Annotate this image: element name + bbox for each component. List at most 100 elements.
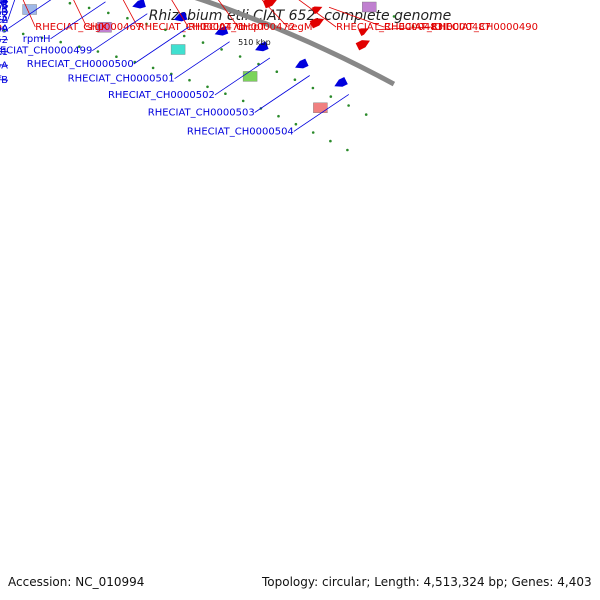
reverse-gene-arrow bbox=[334, 76, 348, 87]
track-dot bbox=[164, 28, 167, 32]
track-dot bbox=[78, 45, 81, 48]
reverse-gene-label: oxaA bbox=[0, 14, 8, 25]
track-dot bbox=[107, 11, 110, 15]
reverse-gene-leader bbox=[133, 26, 189, 65]
reverse-gene-leader bbox=[50, 1, 106, 40]
category-box bbox=[242, 71, 258, 82]
track-dot bbox=[329, 95, 333, 98]
reverse-gene-leader bbox=[8, 0, 52, 29]
track-dot bbox=[115, 55, 118, 58]
track-dot bbox=[21, 32, 25, 36]
forward-gene-label: regM bbox=[288, 22, 313, 33]
track-dot bbox=[293, 78, 297, 81]
reverse-gene-label: RHECIAT_CH0000473 bbox=[0, 0, 8, 5]
reverse-gene-leader bbox=[174, 41, 230, 80]
reverse-gene-label: engB bbox=[0, 7, 8, 18]
track-dot bbox=[392, 15, 396, 18]
track-dot bbox=[96, 50, 100, 53]
track-dot bbox=[224, 92, 227, 95]
forward-gene-leader bbox=[122, 0, 139, 28]
track-dot bbox=[220, 48, 223, 51]
track-dot bbox=[151, 66, 155, 70]
forward-gene-label: RHECIAT_CH0000490 bbox=[431, 22, 538, 33]
category-box bbox=[97, 22, 112, 33]
accession-text: Accession: NC_010994 bbox=[8, 575, 145, 589]
forward-gene-leader bbox=[298, 0, 337, 28]
forward-gene-label: RHECIAT_CH0000471 bbox=[138, 22, 245, 33]
reverse-gene-arrow-shape bbox=[214, 25, 229, 36]
reverse-gene-arrow bbox=[173, 11, 188, 22]
forward-gene-label: mcpT bbox=[238, 22, 267, 33]
track-dot bbox=[311, 131, 315, 134]
reverse-gene-arrow-shape bbox=[334, 76, 348, 87]
forward-gene-leader bbox=[328, 6, 385, 28]
forward-gene-arrow bbox=[355, 40, 370, 51]
forward-gene-arrow bbox=[309, 18, 325, 29]
track-dot bbox=[3, 28, 6, 32]
track-dot bbox=[411, 25, 415, 28]
reverse-gene-label: dapE2 bbox=[0, 15, 8, 26]
forward-gene-leader bbox=[261, 0, 288, 28]
track-dot bbox=[59, 40, 62, 44]
reverse-gene-arrow-shape bbox=[255, 41, 269, 52]
genome-backbone bbox=[194, 0, 396, 87]
forward-gene-arrow-shape bbox=[262, 0, 278, 9]
track-dot bbox=[347, 104, 350, 107]
forward-gene-label: RHECIAT_CH0000472 bbox=[188, 22, 295, 33]
reverse-gene-label: RHECIAT_CH0000463 bbox=[0, 8, 8, 19]
track-dot bbox=[364, 113, 368, 116]
forward-gene-leader bbox=[375, 26, 432, 31]
reverse-gene-label: lldD1 bbox=[0, 0, 8, 5]
forward-gene-arrow-shape bbox=[309, 18, 325, 29]
reverse-gene-label: RHECIAT_CH0000500 bbox=[27, 59, 134, 70]
track-dot bbox=[346, 148, 349, 152]
reverse-gene-label: rbsK1 bbox=[0, 47, 8, 58]
reverse-gene-label: sppA bbox=[0, 60, 8, 71]
track-dot bbox=[68, 1, 72, 5]
forward-gene-label: ada bbox=[0, 22, 2, 33]
forward-gene-arrow-shape bbox=[355, 40, 370, 51]
reverse-gene-label: RHECIAT_CH0000504 bbox=[187, 126, 294, 137]
reverse-gene-arrow-shape bbox=[173, 11, 188, 22]
reverse-gene-label: rnpA bbox=[0, 23, 8, 34]
reverse-gene-label: RHECIAT_CH0000499 bbox=[0, 46, 92, 57]
forward-gene-arrow bbox=[311, 6, 323, 15]
category-box bbox=[170, 44, 186, 55]
reverse-gene-leader bbox=[7, 0, 16, 20]
reverse-gene-label: RHECIAT_CH0000501 bbox=[68, 74, 175, 85]
reverse-gene-leader bbox=[214, 57, 271, 96]
track-dot bbox=[188, 78, 191, 82]
kbp-label: 510 kbp bbox=[238, 38, 271, 47]
reverse-gene-label: argB bbox=[0, 0, 8, 3]
reverse-gene-label: RHECIAT_CH0000452 bbox=[0, 35, 8, 46]
track-dot bbox=[40, 36, 44, 40]
reverse-gene-label: RHECIAT_CH0000459 bbox=[0, 24, 8, 35]
genome-stats-text: Topology: circular; Length: 4,513,324 bp… bbox=[262, 575, 592, 589]
reverse-gene-label: RHECIAT_CH0000503 bbox=[148, 108, 255, 119]
track-dot bbox=[329, 139, 332, 143]
reverse-gene-arrow bbox=[132, 0, 146, 9]
forward-gene-arrow-shape bbox=[311, 6, 323, 15]
reverse-gene-label: ihfB bbox=[0, 75, 8, 86]
forward-gene-leader bbox=[217, 0, 239, 28]
reverse-gene-leader bbox=[254, 75, 310, 113]
reverse-gene-leader bbox=[0, 1, 9, 13]
reverse-gene-label: RHECIAT_CH0000476 bbox=[0, 0, 8, 3]
track-dot bbox=[201, 41, 205, 44]
track-dot bbox=[311, 86, 315, 90]
reverse-gene-arrow-shape bbox=[132, 0, 146, 9]
track-dot bbox=[126, 16, 129, 20]
forward-gene-arrow bbox=[358, 28, 369, 36]
forward-gene-arrow-shape bbox=[358, 28, 369, 36]
reverse-gene-label: rpmH bbox=[23, 34, 51, 45]
track-dot bbox=[170, 72, 173, 76]
track-dot bbox=[277, 114, 280, 118]
reverse-gene-arrow bbox=[255, 41, 269, 52]
forward-gene-label: RHECIAT_CH0000483 bbox=[336, 22, 443, 33]
track-dot bbox=[182, 34, 186, 38]
track-dot bbox=[145, 22, 148, 26]
reverse-gene-arrow bbox=[295, 58, 309, 69]
track-dot bbox=[275, 70, 279, 73]
reverse-gene-leader bbox=[92, 13, 148, 52]
reverse-gene-arrow bbox=[214, 25, 229, 36]
